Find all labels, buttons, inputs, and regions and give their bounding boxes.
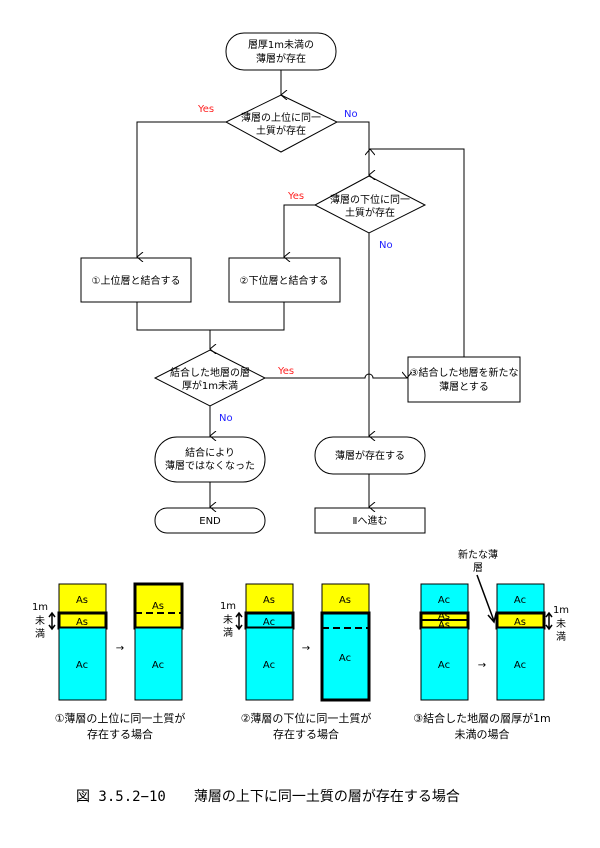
connectors <box>136 70 465 507</box>
layer-label: As <box>76 617 88 628</box>
label-no: No <box>344 109 358 120</box>
caption: ①薄層の上位に同一土質が <box>55 711 186 725</box>
layer-label: As <box>438 620 450 631</box>
layer-label: Ac <box>152 660 164 671</box>
caption: 未満の場合 <box>455 727 510 741</box>
terminal-thin-exists: 薄層が存在する <box>314 436 426 475</box>
decision-text: 土質が存在 <box>345 206 395 219</box>
start-text: 薄層が存在 <box>256 52 306 65</box>
decision-lower: 薄層の下位に同一 土質が存在 <box>313 175 427 234</box>
thickness-label: 未 <box>223 614 233 626</box>
caption: 存在する場合 <box>273 727 339 741</box>
layer-label: As <box>76 595 88 606</box>
connector-upper-yes <box>137 121 226 257</box>
double-arrow-icon <box>545 611 553 631</box>
label-no: No <box>219 413 233 424</box>
decision-upper: 薄層の上位に同一 土質が存在 <box>224 94 339 153</box>
decision-text: 厚が1m未満 <box>182 379 238 392</box>
thickness-label: 1m <box>553 605 569 616</box>
terminal-text: 薄層が存在する <box>335 449 405 462</box>
arrow-right-icon: → <box>302 643 310 654</box>
terminal-text: END <box>199 516 221 527</box>
layer-label: Ac <box>438 595 450 606</box>
caption: 存在する場合 <box>87 727 153 741</box>
layer-label: As <box>339 595 351 606</box>
label-yes: Yes <box>277 366 294 377</box>
start-text: 層厚1m未満の <box>248 39 314 51</box>
connector-lower-yes <box>284 204 315 257</box>
layer-label: As <box>263 595 275 606</box>
illustration-3: Ac As As Ac → Ac As Ac 新たな薄 層 1m 未 満 ③結合… <box>413 548 569 741</box>
thickness-label: 満 <box>35 628 45 640</box>
box-text: 薄層とする <box>439 380 489 393</box>
layer-label: Ac <box>514 660 526 671</box>
box-text: ②下位層と結合する <box>240 274 329 287</box>
layer-label: Ac <box>263 617 275 628</box>
new-layer-label: 新たな薄 <box>458 548 498 561</box>
thickness-label: 1m <box>32 602 48 613</box>
connector-merge <box>136 302 285 331</box>
layer-label: Ac <box>76 660 88 671</box>
layer-label: As <box>514 617 526 628</box>
box-upper-merge: ①上位層と結合する <box>80 257 192 303</box>
terminal-text: 結合により <box>185 446 235 459</box>
arrow-right-icon: → <box>116 643 124 654</box>
box-new-layer: ③結合した地層を新たな 薄層とする <box>407 356 521 403</box>
layer-label: As <box>438 611 450 622</box>
layer-label: Ac <box>514 595 526 606</box>
thickness-label: 満 <box>556 631 566 643</box>
decision-text: 結合した地層の層 <box>170 366 250 379</box>
pointer-arrow-icon <box>476 574 497 624</box>
arrow-right-icon: → <box>478 660 486 671</box>
box-text: ①上位層と結合する <box>92 274 181 287</box>
label-yes: Yes <box>287 191 304 202</box>
terminal-end: END <box>154 507 266 534</box>
caption: ③結合した地層の層厚が1m <box>413 711 551 725</box>
thickness-label: 満 <box>223 627 233 639</box>
terminal-no-longer-thin: 結合により 薄層ではなくなった <box>154 436 266 483</box>
terminal-text: 薄層ではなくなった <box>165 459 255 472</box>
decision-text: 土質が存在 <box>256 124 306 137</box>
double-arrow-icon <box>48 611 56 631</box>
connector-upper-no <box>337 121 369 175</box>
caption: ②薄層の下位に同一土質が <box>241 711 372 725</box>
start-terminal: 層厚1m未満の 薄層が存在 <box>225 32 337 71</box>
illustration-2: As Ac Ac → As Ac 1m 未 満 ②薄層の下位に同一土質が 存在す… <box>220 583 372 741</box>
double-arrow-icon <box>235 611 243 631</box>
new-layer-label: 層 <box>473 562 483 574</box>
thickness-label: 1m <box>220 601 236 612</box>
figure-title: 図 3.5.2−10 薄層の上下に同一土質の層が存在する場合 <box>76 789 460 805</box>
box-text: Ⅱへ進む <box>353 515 388 527</box>
decision-text: 薄層の下位に同一 <box>330 193 410 206</box>
illustration-1: As As Ac → As Ac 1m 未 満 ①薄層の上位に同一土質が 存在す… <box>32 582 186 741</box>
layer-label: Ac <box>438 660 450 671</box>
layer-label: Ac <box>263 660 275 671</box>
layer-label: As <box>152 601 164 612</box>
box-goto-ii: Ⅱへ進む <box>314 507 426 534</box>
decision-text: 薄層の上位に同一 <box>241 111 321 124</box>
connector-loop-back <box>370 149 465 357</box>
layer-label: Ac <box>339 653 351 664</box>
thickness-label: 未 <box>35 615 45 627</box>
label-no: No <box>379 240 393 251</box>
decision-thickness: 結合した地層の層 厚が1m未満 <box>153 349 267 407</box>
box-text: ③結合した地層を新たな <box>410 366 519 379</box>
box-lower-merge: ②下位層と結合する <box>228 257 341 303</box>
thickness-label: 未 <box>556 618 566 630</box>
label-yes: Yes <box>197 104 214 115</box>
